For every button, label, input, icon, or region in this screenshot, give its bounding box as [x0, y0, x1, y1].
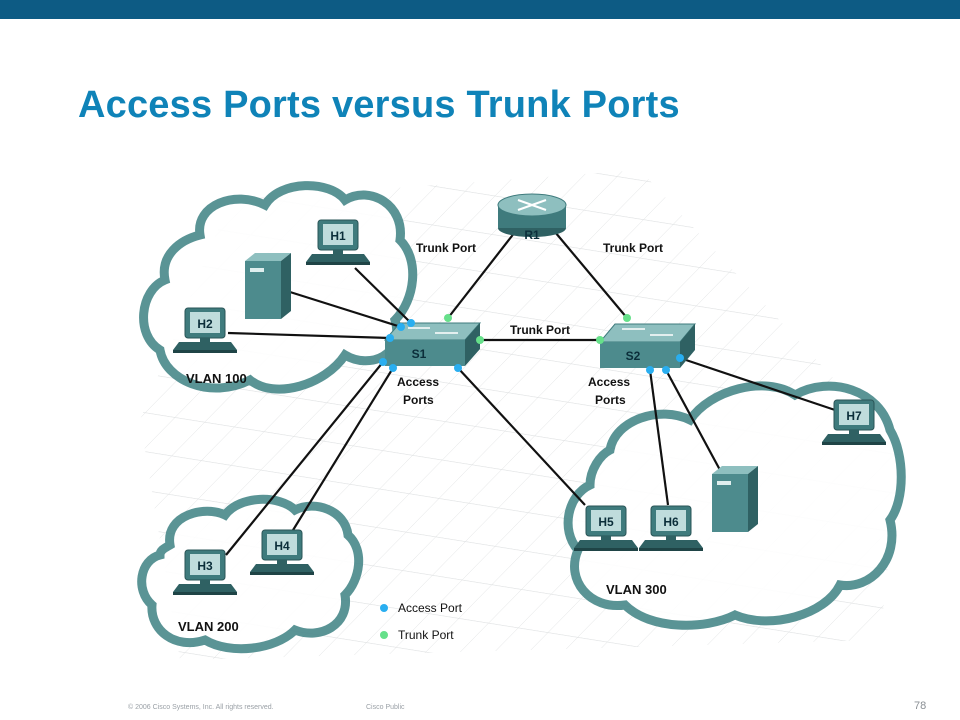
- switch-s1-label: S1: [412, 347, 427, 361]
- footer-classification: Cisco Public: [366, 704, 405, 711]
- legend-access-dot: [380, 604, 388, 612]
- router-label: R1: [524, 228, 540, 242]
- switch-s1: S1: [383, 322, 482, 366]
- host-h4-label: H4: [274, 539, 290, 553]
- vlan200-label: VLAN 200: [178, 619, 239, 634]
- page-number: 78: [914, 700, 927, 712]
- access-label-s2-line1: Access: [588, 375, 630, 389]
- access-label-s2-line2: Ports: [595, 393, 626, 407]
- access-label-s1-line1: Access: [397, 375, 439, 389]
- host-h2-label: H2: [197, 317, 213, 331]
- router-r1: R1: [497, 193, 567, 242]
- footer-copyright: © 2006 Cisco Systems, Inc. All rights re…: [128, 704, 274, 711]
- switch-s2-label: S2: [626, 349, 641, 363]
- host-h3-label: H3: [197, 559, 213, 573]
- host-h6: H6: [638, 505, 704, 552]
- top-bar: [0, 0, 960, 19]
- host-h7-label: H7: [846, 409, 862, 423]
- slide-title: Access Ports versus Trunk Ports: [78, 84, 680, 126]
- server-vlan100: [245, 253, 291, 319]
- trunk-label-r1-s2: Trunk Port: [603, 241, 663, 255]
- trunk-label-r1-s1: Trunk Port: [416, 241, 476, 255]
- host-h1: H1: [305, 219, 371, 266]
- host-h2: H2: [172, 307, 238, 354]
- host-h1-label: H1: [330, 229, 346, 243]
- access-label-s1-line2: Ports: [403, 393, 434, 407]
- access-port-dots: [379, 319, 684, 374]
- legend-trunk-label: Trunk Port: [398, 628, 454, 642]
- host-h7: H7: [821, 399, 887, 446]
- trunk-port-dots: [444, 314, 631, 344]
- links: [225, 231, 836, 556]
- host-h4: H4: [249, 529, 315, 576]
- vlan100-label: VLAN 100: [186, 371, 247, 386]
- host-h5-label: H5: [598, 515, 614, 529]
- host-h3: H3: [172, 549, 238, 596]
- legend-access-label: Access Port: [398, 601, 463, 615]
- legend-trunk-dot: [380, 631, 388, 639]
- switch-s2: S2: [598, 323, 697, 368]
- host-h5: H5: [573, 505, 639, 552]
- host-h6-label: H6: [663, 515, 679, 529]
- server-vlan300: [712, 466, 758, 532]
- trunk-label-s1-s2: Trunk Port: [510, 323, 570, 337]
- vlan300-label: VLAN 300: [606, 582, 667, 597]
- legend: Access Port Trunk Port: [380, 601, 463, 642]
